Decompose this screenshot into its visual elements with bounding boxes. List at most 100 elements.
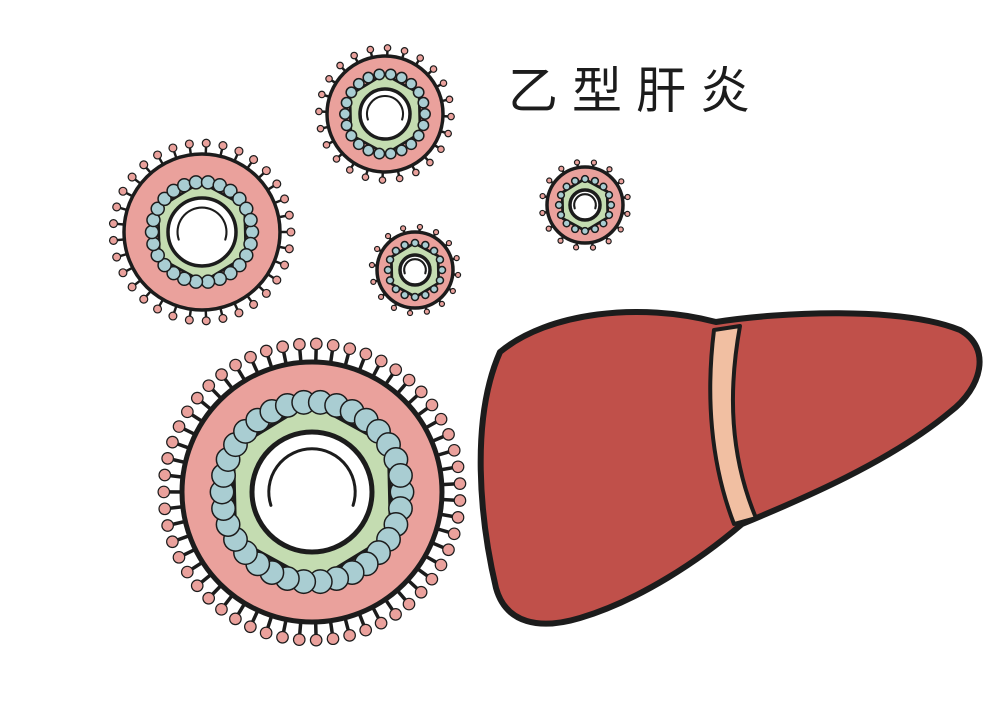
virus-bead [412, 86, 425, 99]
virus-bead [144, 224, 160, 240]
virus-spike-tip [573, 159, 581, 166]
virus-bead [570, 176, 580, 186]
virus-spike-tip [359, 623, 373, 637]
virus-spike-tip [249, 155, 259, 165]
virus-bead [395, 71, 408, 84]
virus-spike-tip [172, 550, 186, 564]
virus-bead [232, 191, 247, 207]
virus-spike-tip [558, 165, 565, 172]
virus-bead [223, 183, 238, 199]
virus-bead [188, 175, 204, 190]
virus-core-arc [573, 193, 597, 210]
virus-spike-tip [293, 337, 306, 351]
virus-bead [421, 290, 430, 300]
liver-icon [477, 309, 983, 627]
virus-spike-tip [161, 519, 174, 532]
virus-spike-tip [112, 252, 122, 262]
virus-spike-tip [617, 226, 624, 233]
virus-spike-tip [118, 186, 128, 196]
virus-bead [157, 191, 172, 207]
virus-spike-tip [158, 502, 172, 516]
virus-bead [437, 265, 447, 275]
virus-spike-tip [166, 535, 179, 549]
virus-bead [200, 175, 216, 190]
virus-spike-tip [377, 293, 385, 301]
hepatitis-b-virus-icon [315, 44, 455, 184]
virus-bead [385, 276, 395, 285]
virus-spike-tip [359, 347, 373, 361]
virus-spike-tip [343, 628, 356, 642]
virus-spike-tip [343, 342, 357, 356]
virus-spike-tip [309, 633, 323, 647]
virus-spike-tip [157, 485, 171, 499]
virus-spike-tip [453, 254, 460, 262]
virus-bead [405, 77, 418, 90]
virus-spike-tip [127, 172, 137, 182]
virus-bead [391, 284, 401, 294]
virus-bead [395, 144, 408, 157]
virus-bead [562, 182, 571, 191]
virus-bead [384, 68, 397, 81]
virus-bead [590, 176, 600, 186]
virus-bead [157, 257, 172, 273]
virus-spike-tip [368, 261, 376, 269]
virus-bead [410, 292, 420, 302]
virus-bead [419, 108, 431, 120]
virus-spike-tip [400, 47, 409, 55]
virus-core-arc [176, 206, 228, 241]
virus-spike-tip [336, 61, 344, 70]
virus-bead [239, 247, 254, 263]
virus-spike-tip [451, 510, 465, 524]
virus-spike-tip [316, 124, 325, 133]
virus-spike-tip [445, 95, 454, 104]
virus-spike-tip [425, 572, 439, 586]
virus-spike-tip [395, 174, 404, 183]
virus-spike-tip [389, 608, 402, 621]
virus-spike-tip [229, 612, 242, 626]
virus-bead [384, 147, 397, 160]
virus-core-arc [365, 94, 405, 121]
virus-spike-tip [384, 232, 392, 240]
virus-spike-tip [390, 304, 398, 311]
virus-bead [412, 129, 425, 142]
virus-spike-tip [201, 316, 211, 326]
virus-bead [232, 257, 247, 273]
virus-spike-tip [451, 460, 465, 474]
virus-spike-tip [112, 202, 122, 212]
hepatitis-b-virus-icon [108, 138, 296, 326]
virus-bead [554, 200, 564, 210]
virus-bead [580, 226, 590, 236]
virus-spike-tip [361, 173, 370, 181]
virus-spike-tip [244, 350, 257, 364]
virus-spike-tip [399, 225, 407, 232]
virus-spike-tip [261, 288, 271, 298]
virus-spike-tip [280, 260, 290, 270]
virus-spike-tip [276, 340, 289, 354]
virus-spike-tip [389, 363, 403, 377]
virus-bead [400, 240, 409, 250]
virus-spike-tip [172, 420, 186, 433]
virus-bead [150, 201, 165, 217]
virus-spike-tip [539, 209, 546, 217]
virus-spike-tip [414, 585, 428, 599]
virus-bead [429, 284, 439, 294]
virus-spike-tip [374, 354, 388, 368]
virus-spike-tip [215, 368, 228, 381]
virus-spike-tip [284, 244, 294, 254]
virus-spike-tip [190, 391, 204, 405]
virus-spike-tip [249, 299, 259, 309]
virus-bead [606, 200, 616, 210]
virus-bead [391, 246, 401, 256]
virus-bead [429, 246, 439, 256]
virus-bead [352, 77, 365, 90]
virus-bead [570, 224, 580, 234]
virus-bead [373, 68, 386, 81]
virus-spike-tip [402, 597, 416, 611]
virus-spike-tip [108, 235, 119, 245]
virus-bead [244, 224, 260, 240]
virus-spike-tip [572, 244, 580, 251]
virus-spike-tip [272, 179, 282, 189]
virus-spike-tip [438, 300, 446, 308]
hepatitis-b-virus-icon [539, 159, 631, 251]
